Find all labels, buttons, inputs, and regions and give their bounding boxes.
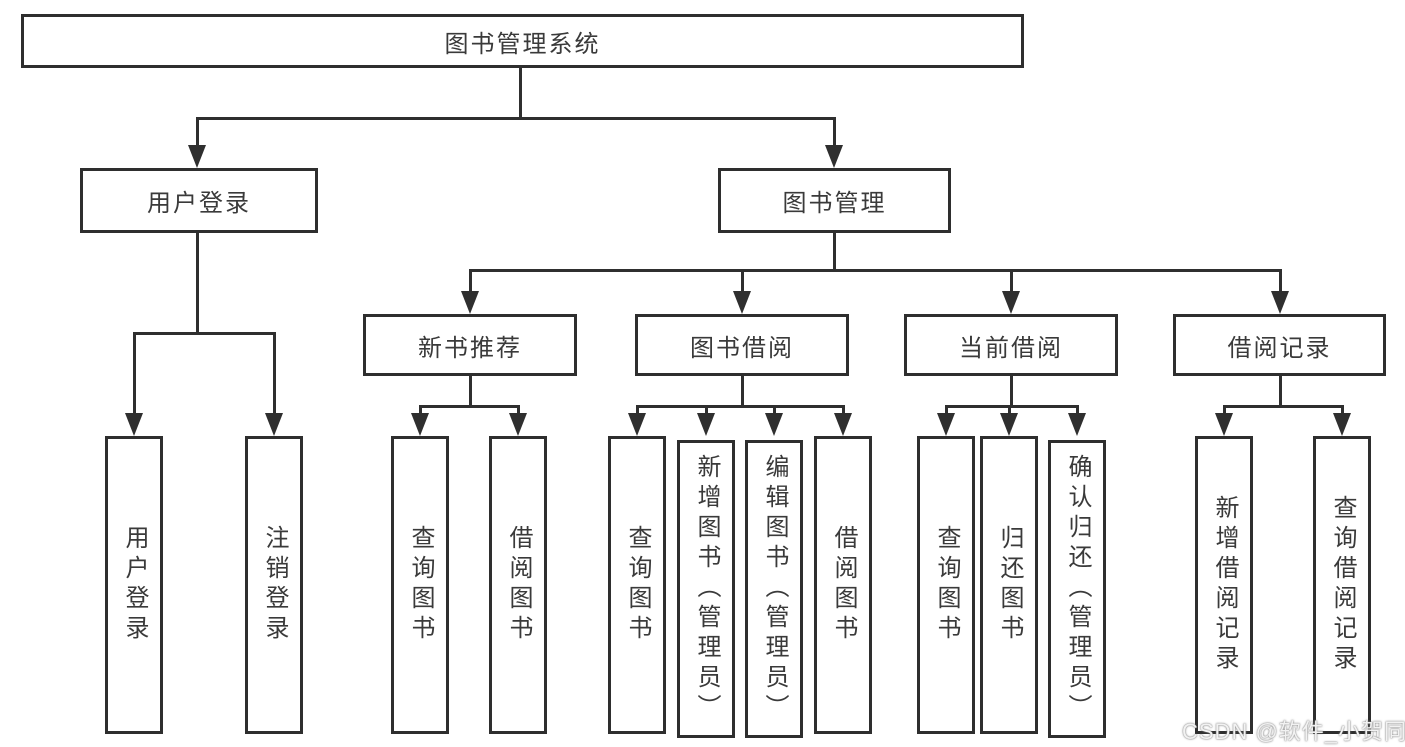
node-label: 用户登录 — [147, 190, 251, 217]
connector-line — [469, 269, 1282, 272]
arrow-down-icon — [125, 413, 143, 436]
connector-line — [517, 405, 520, 417]
connector-line — [741, 376, 744, 408]
node-user-login: 用户登录 — [80, 168, 318, 233]
leaf-user-login: 用户登录 — [105, 436, 163, 734]
leaf-query-book-newrec: 查询图书 — [391, 436, 449, 734]
connector-line — [1341, 405, 1344, 417]
node-label: 查询图书 — [624, 525, 651, 645]
node-label: 图书借阅 — [690, 334, 794, 362]
connector-line — [519, 68, 522, 118]
node-label: 新增图书（管理员） — [693, 454, 720, 724]
arrow-down-icon — [1002, 291, 1020, 314]
connector-line — [1076, 405, 1079, 417]
connector-line — [705, 405, 708, 417]
arrow-down-icon — [765, 413, 783, 436]
arrow-down-icon — [1068, 413, 1086, 436]
connector-line — [741, 269, 744, 293]
arrow-down-icon — [1000, 413, 1018, 436]
node-book-management: 图书管理 — [718, 168, 951, 233]
connector-line — [196, 233, 199, 335]
node-label: 新书推荐 — [418, 334, 522, 362]
arrow-down-icon — [461, 291, 479, 314]
node-library-management-system: 图书管理系统 — [21, 14, 1024, 68]
connector-line — [945, 405, 948, 417]
leaf-confirm-return-admin: 确认归还（管理员） — [1048, 440, 1106, 738]
leaf-logout: 注销登录 — [245, 436, 303, 734]
leaf-query-book-current: 查询图书 — [917, 436, 975, 734]
connector-line — [469, 269, 472, 293]
arrow-down-icon — [733, 291, 751, 314]
node-book-borrowing: 图书借阅 — [635, 314, 849, 376]
connector-line — [1010, 376, 1013, 408]
arrow-down-icon — [509, 413, 527, 436]
leaf-edit-book-admin: 编辑图书（管理员） — [745, 440, 803, 738]
arrow-down-icon — [188, 145, 206, 168]
connector-line — [196, 117, 836, 120]
leaf-borrow-book-borrow: 借阅图书 — [814, 436, 872, 734]
arrow-down-icon — [825, 145, 843, 168]
arrow-down-icon — [1271, 291, 1289, 314]
leaf-borrow-book-newrec: 借阅图书 — [489, 436, 547, 734]
connector-line — [419, 405, 520, 408]
node-label: 借阅记录 — [1227, 334, 1332, 362]
node-label: 图书管理系统 — [444, 30, 601, 58]
node-label: 借阅图书 — [505, 525, 532, 645]
node-label: 查询图书 — [933, 525, 960, 645]
node-label: 新增借阅记录 — [1211, 495, 1238, 675]
connector-line — [1223, 405, 1226, 417]
arrow-down-icon — [937, 413, 955, 436]
connector-line — [1008, 405, 1011, 417]
node-label: 确认归还（管理员） — [1064, 454, 1091, 724]
node-label: 图书管理 — [782, 190, 887, 217]
connector-line — [636, 405, 844, 408]
connector-line — [469, 376, 472, 408]
connector-line — [833, 117, 836, 148]
node-label: 用户登录 — [121, 525, 148, 645]
node-label: 归还图书 — [996, 525, 1023, 645]
node-current-borrowing: 当前借阅 — [904, 314, 1118, 376]
connector-line — [636, 405, 639, 417]
arrow-down-icon — [628, 413, 646, 436]
connector-line — [833, 233, 836, 272]
leaf-add-borrow-record: 新增借阅记录 — [1195, 436, 1253, 734]
connector-line — [1223, 405, 1343, 408]
arrow-down-icon — [1333, 413, 1351, 436]
node-borrowing-records: 借阅记录 — [1173, 314, 1386, 376]
connector-line — [1010, 269, 1013, 293]
connector-line — [133, 332, 276, 335]
arrow-down-icon — [697, 413, 715, 436]
connector-line — [196, 117, 199, 148]
connector-line — [842, 405, 845, 417]
leaf-query-borrow-record: 查询借阅记录 — [1313, 436, 1371, 734]
csdn-watermark: CSDN @软件_小贺同学 — [1182, 719, 1405, 744]
connector-line — [773, 405, 776, 417]
node-new-book-recommendation: 新书推荐 — [363, 314, 577, 376]
node-label: 查询借阅记录 — [1329, 495, 1356, 675]
connector-line — [419, 405, 422, 417]
connector-line — [1279, 376, 1282, 408]
leaf-return-book: 归还图书 — [980, 436, 1038, 734]
arrow-down-icon — [411, 413, 429, 436]
leaf-add-book-admin: 新增图书（管理员） — [677, 440, 735, 738]
arrow-down-icon — [1215, 413, 1233, 436]
connector-line — [1279, 269, 1282, 293]
node-label: 借阅图书 — [830, 525, 857, 645]
leaf-query-book-borrow: 查询图书 — [608, 436, 666, 734]
node-label: 当前借阅 — [959, 334, 1063, 362]
arrow-down-icon — [834, 413, 852, 436]
connector-line — [133, 332, 136, 415]
node-label: 编辑图书（管理员） — [761, 454, 788, 724]
connector-line — [945, 405, 1078, 408]
arrow-down-icon — [265, 413, 283, 436]
node-label: 注销登录 — [261, 525, 288, 645]
node-label: 查询图书 — [407, 525, 434, 645]
connector-line — [273, 332, 276, 415]
